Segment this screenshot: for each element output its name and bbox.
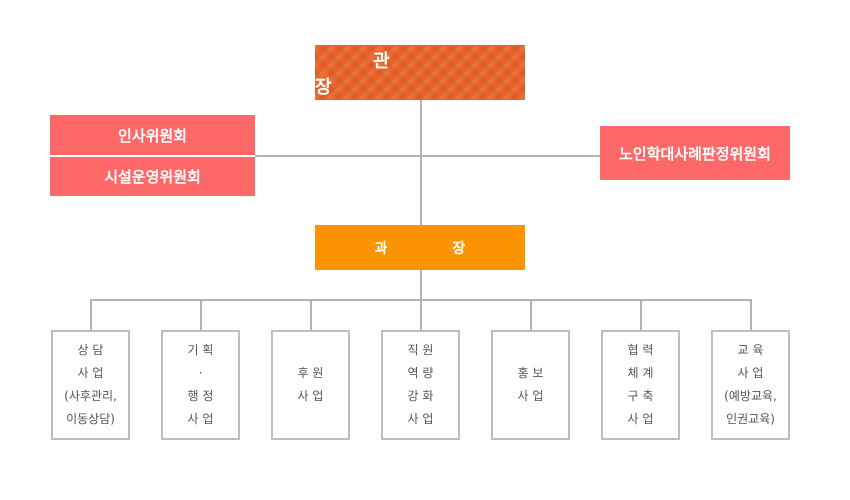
dept-line: 사 업	[737, 366, 764, 380]
connector-dept-3	[310, 299, 312, 330]
dept-counseling: 상 담 사 업 (사후관리, 이동상담)	[51, 330, 130, 440]
dept-staff-capacity: 직 원 역 량 강 화 사 업	[381, 330, 460, 440]
director-label: 관 장	[315, 50, 448, 98]
dept-line: 교 육	[737, 343, 764, 357]
dept-line: 후 원	[297, 366, 324, 380]
connector-director-to-manager	[420, 100, 422, 225]
dept-cooperation-system: 협 력 체 계 구 축 사 업	[601, 330, 680, 440]
dept-sponsorship: 후 원 사 업	[271, 330, 350, 440]
dept-line: 홍 보	[517, 366, 544, 380]
dept-publicity: 홍 보 사 업	[491, 330, 570, 440]
committee-personnel: 인사위원회	[50, 115, 255, 155]
dept-education: 교 육 사 업 (예방교육, 인권교육)	[711, 330, 790, 440]
committee-elder-abuse-case: 노인학대사례판정위원회	[600, 126, 790, 180]
dept-line: 인권교육)	[726, 412, 775, 426]
committee-elder-abuse-case-label: 노인학대사례판정위원회	[619, 144, 771, 163]
manager-label: 과 장	[374, 240, 496, 257]
director-box: 관 장	[315, 45, 525, 100]
dept-line: 기 획	[187, 343, 214, 357]
connector-dept-1	[90, 299, 92, 330]
committee-facility-operation: 시설운영위원회	[50, 157, 255, 196]
dept-line: 이동상담)	[66, 412, 115, 426]
connector-dept-6	[640, 299, 642, 330]
dept-line: 직 원	[407, 343, 434, 357]
dept-line: (예방교육,	[724, 389, 777, 403]
committee-facility-operation-label: 시설운영위원회	[104, 168, 201, 186]
dept-line: 체 계	[627, 366, 654, 380]
connector-manager-to-departments	[420, 270, 422, 300]
dept-line: ·	[198, 366, 203, 380]
dept-line: 역 량	[407, 366, 434, 380]
dept-line: 협 력	[627, 343, 654, 357]
committee-personnel-label: 인사위원회	[117, 126, 187, 145]
dept-line: (사후관리,	[64, 389, 117, 403]
connector-committees-horizontal	[255, 155, 600, 157]
connector-dept-5	[530, 299, 532, 330]
dept-planning-admin: 기 획 · 행 정 사 업	[161, 330, 240, 440]
dept-line: 사 업	[187, 412, 214, 426]
connector-dept-4	[420, 299, 422, 330]
dept-line: 사 업	[407, 412, 434, 426]
connector-dept-7	[750, 299, 752, 330]
dept-line: 사 업	[627, 412, 654, 426]
dept-line: 상 담	[77, 343, 104, 357]
dept-line: 강 화	[407, 389, 434, 403]
dept-line: 구 축	[627, 389, 654, 403]
dept-line: 사 업	[77, 366, 104, 380]
dept-line: 사 업	[517, 389, 544, 403]
connector-dept-2	[200, 299, 202, 330]
dept-line: 사 업	[297, 389, 324, 403]
manager-box: 과 장	[315, 225, 525, 270]
dept-line: 행 정	[187, 389, 214, 403]
